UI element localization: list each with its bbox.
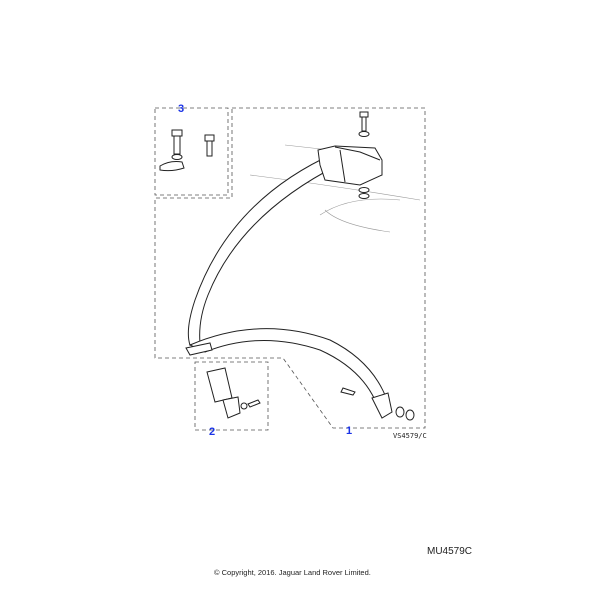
callout-3[interactable]: 3 [178,103,184,115]
bolt-icon [358,111,370,199]
diagram-code: MU4579C [427,546,473,557]
illustration-reference: VS4579/C [393,432,427,440]
copyright-notice: © Copyright, 2016. Jaguar Land Rover Lim… [214,568,371,577]
group-1-outline [154,107,426,429]
callout-1[interactable]: 1 [346,425,352,437]
callout-2[interactable]: 2 [209,426,215,438]
group-3-outline [154,107,229,196]
retractor-unit [317,145,383,186]
group-3-fixings [159,129,215,172]
group-2-buckle [185,342,261,419]
group-1-anchor-fixings [340,387,415,421]
group-2-outline [194,361,269,431]
